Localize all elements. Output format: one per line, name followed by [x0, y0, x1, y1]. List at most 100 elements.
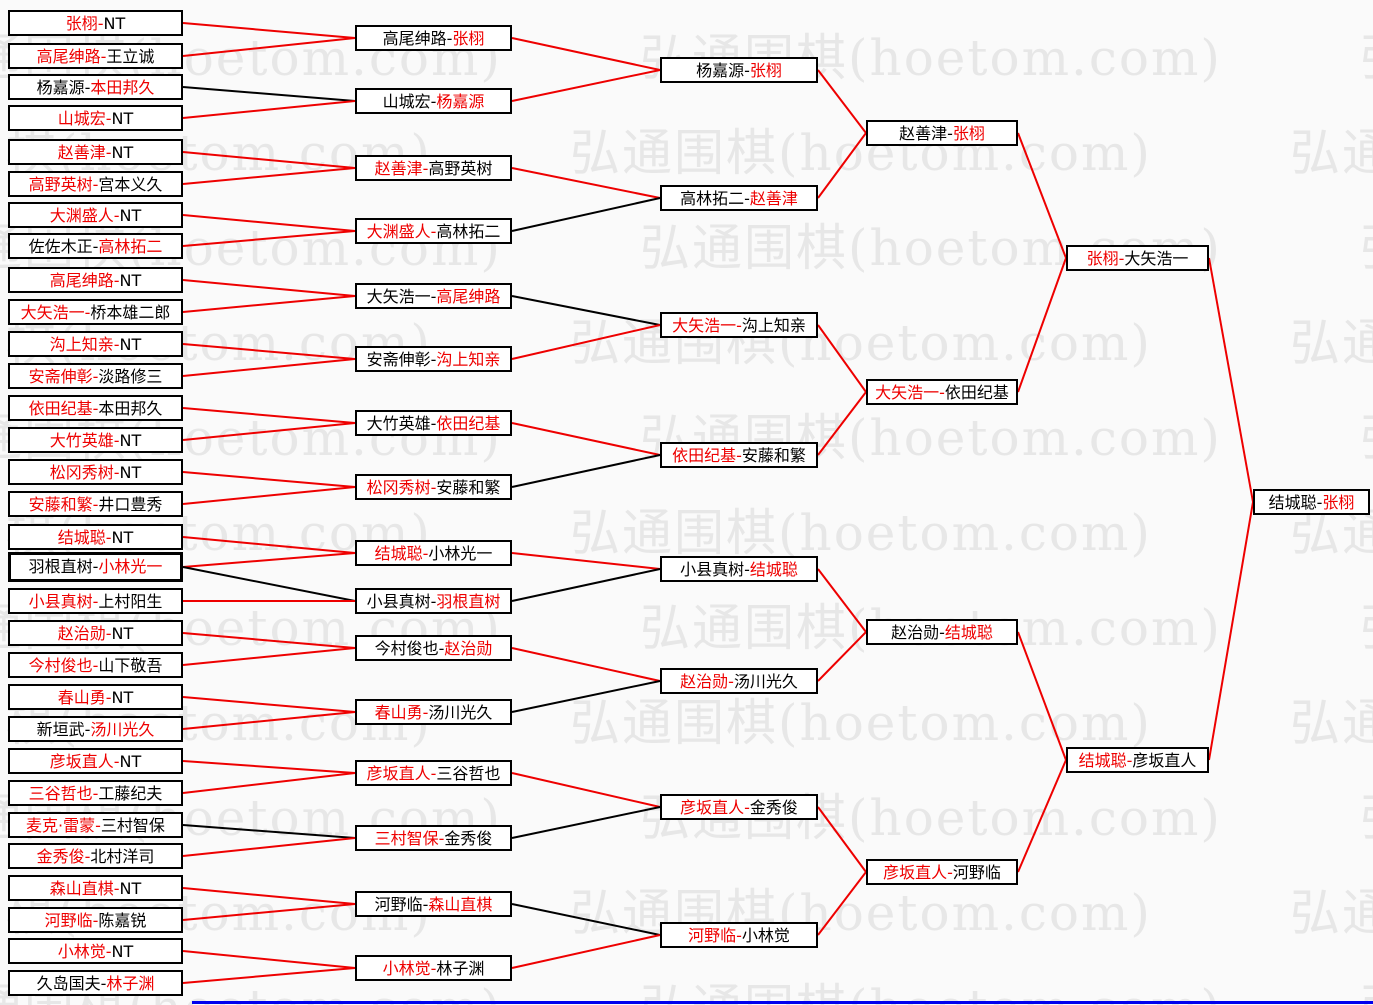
player-right-name: 金秀俊 — [749, 798, 798, 817]
bracket-line — [182, 950, 356, 969]
bracket-line — [182, 422, 356, 441]
bracket-line — [817, 871, 867, 936]
name-separator-dash: - — [84, 78, 91, 97]
player-left-name: 小县真树 — [28, 592, 93, 611]
match-box-round-3-5: 小县真树-结城聪 — [660, 556, 818, 582]
match-box-quarterfinals-1: 赵善津-张栩 — [866, 120, 1018, 146]
player-right-name: 金秀俊 — [444, 829, 493, 848]
player-left-name: 大竹英雄 — [366, 414, 431, 433]
player-left-name: 春山勇 — [374, 703, 423, 722]
bracket-line — [511, 69, 661, 102]
player-left-name: 高尾绅路 — [49, 271, 114, 290]
watermark-text: 弘通围棋(hoetom.com) — [1360, 398, 1373, 470]
match-box-round-1-2: 高尾绅路-王立诚 — [8, 43, 183, 69]
match-box-round-1-24: 彦坂直人-NT — [8, 748, 183, 774]
player-left-name: 金秀俊 — [36, 847, 85, 866]
bracket-line — [182, 86, 356, 102]
player-right-name: 大矢浩一 — [1124, 249, 1189, 268]
bracket-line — [182, 967, 356, 984]
match-box-round-1-9: 高尾绅路-NT — [8, 267, 183, 293]
name-separator-dash: - — [84, 847, 91, 866]
player-left-name: 结城聪 — [374, 544, 423, 563]
player-right-name: NT — [111, 109, 134, 128]
player-right-name: 沟上知亲 — [741, 316, 806, 335]
player-right-name: 张栩 — [1322, 493, 1355, 512]
name-separator-dash: - — [92, 656, 99, 675]
bracket-line — [817, 568, 867, 633]
match-box-round-1-28: 森山直棋-NT — [8, 875, 183, 901]
name-separator-dash: - — [430, 478, 437, 497]
player-left-name: 三谷哲也 — [28, 784, 93, 803]
player-left-name: 安藤和繁 — [28, 495, 93, 514]
bracket-line — [511, 37, 661, 71]
bracket-line — [817, 132, 867, 199]
player-right-name: 王立诚 — [106, 47, 155, 66]
bracket-line — [817, 324, 867, 393]
name-separator-dash: - — [422, 159, 429, 178]
name-separator-dash: - — [438, 829, 445, 848]
player-left-name: 结城聪 — [57, 528, 106, 547]
player-left-name: 河野临 — [44, 911, 93, 930]
match-box-round-1-13: 依田纪基-本田邦久 — [8, 395, 183, 421]
player-right-name: 淡路修三 — [98, 367, 163, 386]
name-separator-dash: - — [105, 143, 112, 162]
name-separator-dash: - — [939, 623, 945, 642]
name-separator-dash: - — [430, 592, 437, 611]
player-left-name: 今村俊也 — [28, 656, 93, 675]
player-right-name: 高野英树 — [428, 159, 493, 178]
watermark-text: 弘通围棋(hoetom.com) — [1290, 124, 1373, 182]
bracket-line — [511, 167, 661, 199]
name-separator-dash: - — [744, 189, 750, 208]
player-left-name: 杨嘉源 — [696, 61, 745, 80]
bracket-line — [182, 837, 356, 857]
bracket-line — [182, 295, 356, 313]
player-left-name: 高尾绅路 — [382, 29, 447, 48]
bracket-line — [182, 552, 356, 568]
match-box-round-3-6: 赵治勋-汤川光久 — [660, 668, 818, 694]
player-right-name: 安藤和繁 — [741, 446, 806, 465]
bracket-line — [511, 568, 661, 602]
player-left-name: 小林觉 — [382, 959, 431, 978]
watermark-text: 弘通围棋(hoetom.com) — [1360, 778, 1373, 850]
name-separator-dash: - — [446, 29, 453, 48]
match-box-round-2-6: 安斋伸彰-沟上知亲 — [355, 346, 512, 372]
name-separator-dash: - — [92, 592, 99, 611]
player-right-name: 井口豊秀 — [98, 495, 163, 514]
name-separator-dash: - — [113, 879, 120, 898]
match-box-semifinals-2: 结城聪-彦坂直人 — [1066, 747, 1209, 773]
name-separator-dash: - — [113, 206, 120, 225]
match-box-round-1-23: 新垣武-汤川光久 — [8, 716, 183, 742]
match-box-round-1-12: 安斋伸彰-淡路修三 — [8, 363, 183, 389]
bracket-line — [182, 887, 356, 905]
name-separator-dash: - — [736, 316, 742, 335]
match-box-round-3-1: 杨嘉源-张栩 — [660, 57, 818, 83]
match-box-round-2-1: 高尾绅路-张栩 — [355, 25, 512, 51]
match-box-round-2-14: 三村智保-金秀俊 — [355, 825, 512, 851]
bracket-line — [182, 536, 356, 554]
player-left-name: 依田纪基 — [28, 399, 93, 418]
name-separator-dash: - — [422, 895, 429, 914]
match-box-round-1-31: 久岛国夫-林子渊 — [8, 970, 183, 996]
player-right-name: 林子渊 — [436, 959, 485, 978]
player-left-name: 赵治勋 — [680, 672, 729, 691]
name-separator-dash: - — [100, 974, 107, 993]
name-separator-dash: - — [92, 557, 99, 576]
player-left-name: 大矢浩一 — [20, 303, 85, 322]
player-left-name: 小县真树 — [366, 592, 431, 611]
player-right-name: 依田纪基 — [436, 414, 501, 433]
player-right-name: 赵治勋 — [444, 639, 493, 658]
match-box-round-2-2: 山城宏-杨嘉源 — [355, 88, 512, 114]
bracket-line — [511, 772, 661, 808]
player-left-name: 三村智保 — [374, 829, 439, 848]
match-box-round-2-5: 大矢浩一-高尾绅路 — [355, 283, 512, 309]
match-box-round-1-15: 松冈秀树-NT — [8, 459, 183, 485]
bracket-line — [182, 903, 356, 921]
name-separator-dash: - — [92, 495, 99, 514]
name-separator-dash: - — [100, 47, 107, 66]
player-right-name: NT — [119, 271, 142, 290]
match-box-round-3-2: 高林拓二-赵善津 — [660, 185, 818, 211]
name-separator-dash: - — [113, 271, 120, 290]
player-right-name: NT — [119, 206, 142, 225]
bracket-line — [511, 295, 661, 326]
player-right-name: NT — [119, 463, 142, 482]
